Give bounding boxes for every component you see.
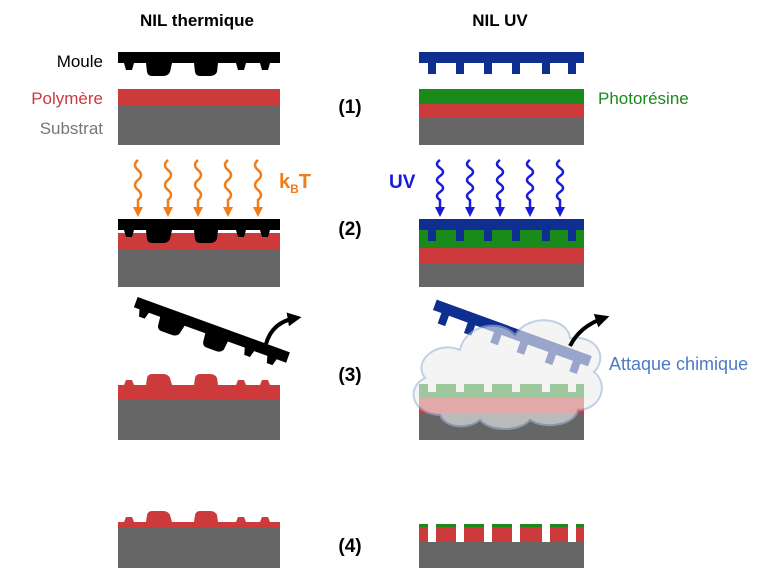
uv-polymer-2 bbox=[419, 248, 584, 263]
removal-arrow-icon bbox=[264, 312, 302, 345]
thermal-mold-1 bbox=[118, 52, 280, 76]
thermal-substrate-2 bbox=[118, 249, 280, 287]
uv-mold-2 bbox=[419, 219, 584, 241]
etch-label: Attaque chimique bbox=[609, 354, 748, 374]
thermal-header: NIL thermique bbox=[140, 11, 254, 30]
uv-arrow-icon bbox=[495, 158, 505, 217]
uv-polymer-1 bbox=[419, 104, 584, 118]
uv-photoresist-1 bbox=[419, 89, 584, 104]
photoresist-label: Photorésine bbox=[598, 89, 689, 108]
uv-substrate-4 bbox=[419, 542, 584, 568]
uv-label: UV bbox=[389, 172, 416, 193]
kbt-label: kBT bbox=[279, 171, 311, 196]
step-3-label: (3) bbox=[338, 365, 361, 386]
substrate-label: Substrat bbox=[40, 119, 104, 138]
thermal-substrate-1 bbox=[118, 105, 280, 145]
heat-arrows bbox=[133, 159, 263, 217]
uv-arrow-icon bbox=[435, 158, 445, 217]
heat-arrow-icon bbox=[253, 159, 263, 217]
thermal-mold-2 bbox=[118, 219, 280, 243]
uv-arrow-icon bbox=[525, 158, 535, 217]
heat-arrow-icon bbox=[133, 159, 143, 217]
thermal-substrate-3 bbox=[118, 400, 280, 440]
step-1-label: (1) bbox=[338, 97, 361, 118]
uv-pattern-4 bbox=[419, 524, 584, 542]
uv-mold-1 bbox=[419, 52, 584, 74]
heat-arrow-icon bbox=[223, 159, 233, 217]
thermal-polymer-3 bbox=[118, 374, 280, 400]
mold-label: Moule bbox=[57, 52, 103, 71]
step-2-label: (2) bbox=[338, 219, 361, 240]
step-4-label: (4) bbox=[338, 536, 361, 557]
uv-header: NIL UV bbox=[472, 11, 528, 30]
heat-arrow-icon bbox=[163, 159, 173, 217]
etch-cloud-icon bbox=[412, 319, 603, 430]
uv-photoresist-2 bbox=[419, 230, 584, 248]
uv-substrate-1 bbox=[419, 118, 584, 145]
polymer-label: Polymère bbox=[31, 89, 103, 108]
heat-arrow-icon bbox=[193, 159, 203, 217]
thermal-polymer-4 bbox=[118, 511, 280, 528]
uv-substrate-2 bbox=[419, 263, 584, 287]
uv-arrows bbox=[435, 158, 565, 217]
uv-arrow-icon bbox=[555, 158, 565, 217]
uv-arrow-icon bbox=[465, 158, 475, 217]
thermal-substrate-4 bbox=[118, 528, 280, 568]
thermal-polymer-1 bbox=[118, 89, 280, 105]
thermal-mold-3 bbox=[133, 296, 290, 366]
removal-arrow-icon bbox=[568, 314, 610, 347]
